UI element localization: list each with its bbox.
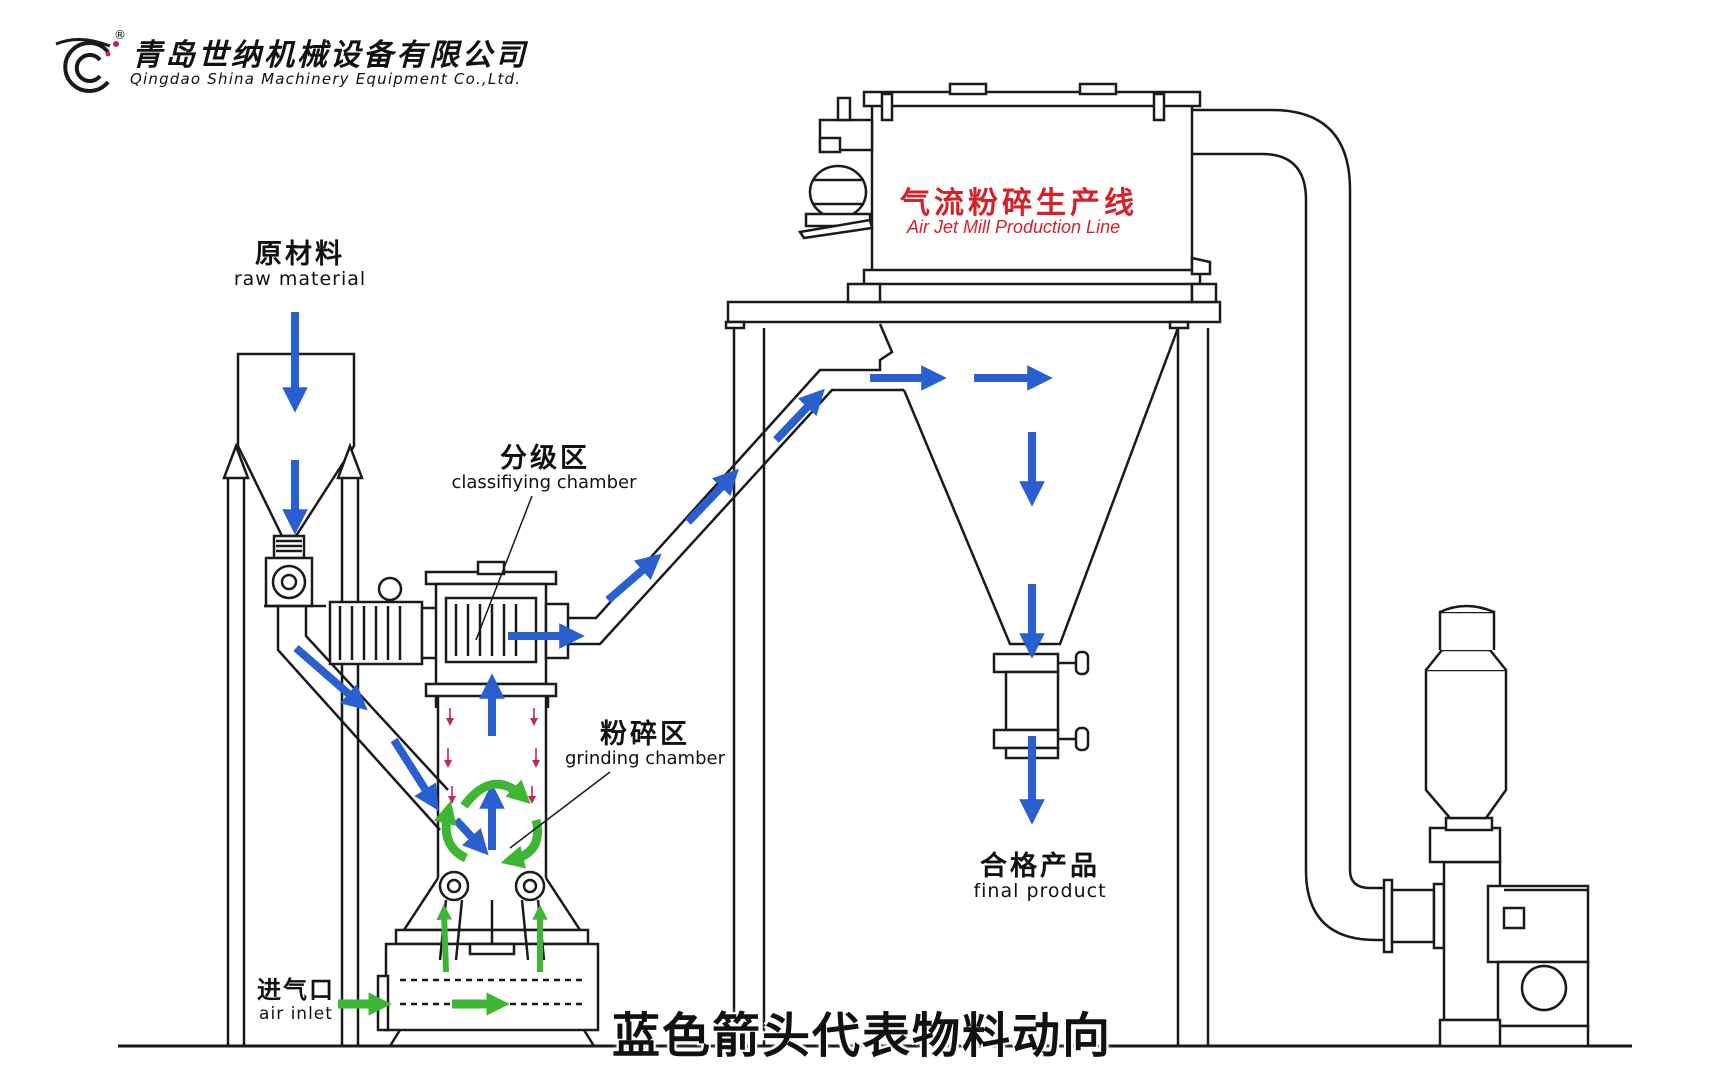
classifying-chamber-label-en: classifiying chamber xyxy=(451,472,637,493)
classifier-motor xyxy=(328,576,440,666)
bag-filter xyxy=(797,82,1218,304)
feed-hopper xyxy=(222,352,449,1046)
air-inlet-label-en: air inlet xyxy=(259,1004,333,1024)
air-inlet-label-zh: 进气口 xyxy=(257,976,335,1004)
blower-fan xyxy=(1382,604,1590,1048)
raw-material-label-zh: 原材料 xyxy=(255,239,345,270)
exhaust-duct xyxy=(1192,108,1388,942)
machine-title-english: Air Jet Mill Production Line xyxy=(907,217,1121,237)
subtitle-caption: 蓝色箭头代表物料动向 xyxy=(612,1008,1113,1064)
raw-material-label-en: raw material xyxy=(233,268,367,290)
company-name-english: Qingdao Shina Machinery Equipment Co.,Lt… xyxy=(130,70,522,88)
air-flow-arrows xyxy=(338,779,548,1016)
material-flow-arrows xyxy=(282,312,1053,856)
company-name-chinese: 青岛世纳机械设备有限公司 xyxy=(132,38,528,73)
leader-lines xyxy=(475,495,611,849)
classifying-chamber xyxy=(424,560,570,698)
classifying-chamber-label-zh: 分级区 xyxy=(500,443,590,474)
final-product-label-zh: 合格产品 xyxy=(980,851,1100,882)
company-logo-mark xyxy=(55,38,119,93)
grinding-chamber-label-en: grinding chamber xyxy=(565,748,725,769)
machine-title-chinese: 气流粉碎生产线 xyxy=(900,186,1138,221)
final-product-label-en: final product xyxy=(973,880,1107,902)
particle-fall-arrows xyxy=(444,708,540,804)
registered-mark: ® xyxy=(114,28,126,42)
grinding-chamber-label-zh: 粉碎区 xyxy=(600,719,690,750)
